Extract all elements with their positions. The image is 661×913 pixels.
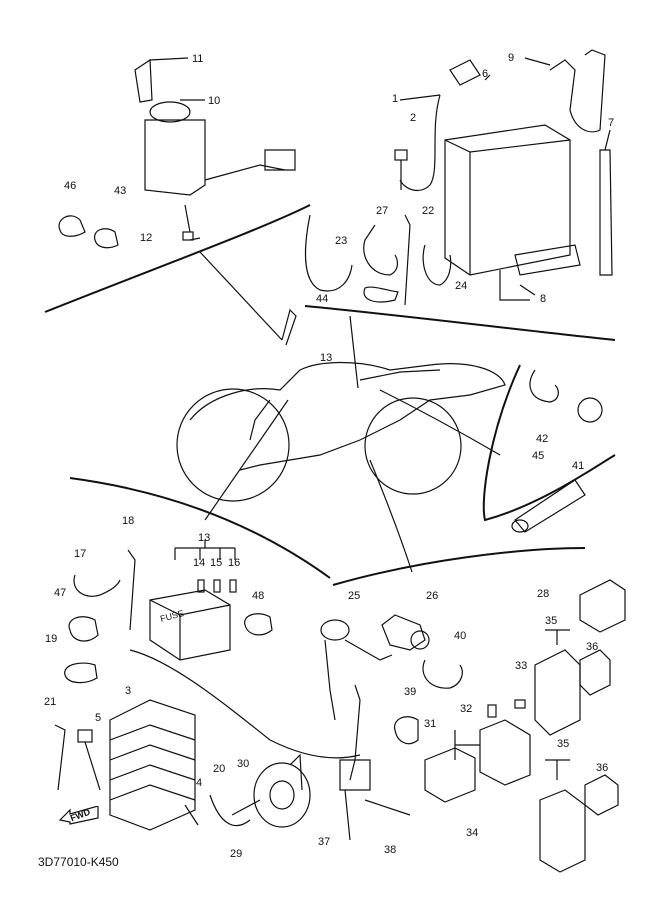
callout-18: 18 [122, 515, 135, 527]
callout-34: 34 [466, 827, 479, 839]
callout-41: 41 [572, 460, 585, 472]
callout-44: 44 [316, 293, 329, 305]
callout-46: 46 [64, 180, 77, 192]
callout-31: 31 [424, 718, 437, 730]
fwd-arrow-icon [58, 805, 100, 826]
callout-25: 25 [348, 590, 361, 602]
callout-5: 5 [95, 712, 102, 724]
callout-36-upper: 36 [586, 641, 599, 653]
callout-37: 37 [318, 836, 331, 848]
callout-11: 11 [192, 53, 204, 65]
callout-26: 26 [426, 590, 439, 602]
callout-12: 12 [140, 232, 153, 244]
callout-35-lower: 35 [557, 738, 570, 750]
callout-27: 27 [376, 205, 389, 217]
callout-4: 4 [196, 777, 203, 789]
callout-22: 22 [422, 205, 435, 217]
callout-16: 16 [228, 557, 241, 569]
callout-30: 30 [237, 758, 250, 770]
callout-10: 10 [208, 95, 221, 107]
diagram-code: 3D77010-K450 [38, 855, 119, 869]
callout-17: 17 [74, 548, 87, 560]
callout-23: 23 [335, 235, 348, 247]
callout-32: 32 [460, 703, 473, 715]
callout-3: 3 [125, 685, 132, 697]
callout-35-upper: 35 [545, 615, 558, 627]
callout-8: 8 [540, 293, 547, 305]
callout-13-bike: 13 [320, 352, 333, 364]
callout-14: 14 [193, 557, 206, 569]
callout-36-lower: 36 [596, 762, 609, 774]
callout-28: 28 [537, 588, 550, 600]
callout-1: 1 [392, 93, 399, 105]
callout-24: 24 [455, 280, 468, 292]
callout-19: 19 [45, 633, 58, 645]
callout-47: 47 [54, 587, 67, 599]
callout-42: 42 [536, 433, 549, 445]
callout-7: 7 [608, 117, 615, 129]
callout-15: 15 [210, 557, 223, 569]
callout-45: 45 [532, 450, 545, 462]
callout-43: 43 [114, 185, 127, 197]
callout-33: 33 [515, 660, 528, 672]
callout-39: 39 [404, 686, 417, 698]
callout-40: 40 [454, 630, 467, 642]
callout-2: 2 [410, 112, 417, 124]
callout-38: 38 [384, 844, 397, 856]
callout-20: 20 [213, 763, 226, 775]
callout-9: 9 [508, 52, 515, 64]
callout-6: 6 [482, 68, 489, 80]
callout-29: 29 [230, 848, 243, 860]
callout-21: 21 [44, 696, 57, 708]
callout-13: 13 [198, 532, 211, 544]
callout-48: 48 [252, 590, 265, 602]
